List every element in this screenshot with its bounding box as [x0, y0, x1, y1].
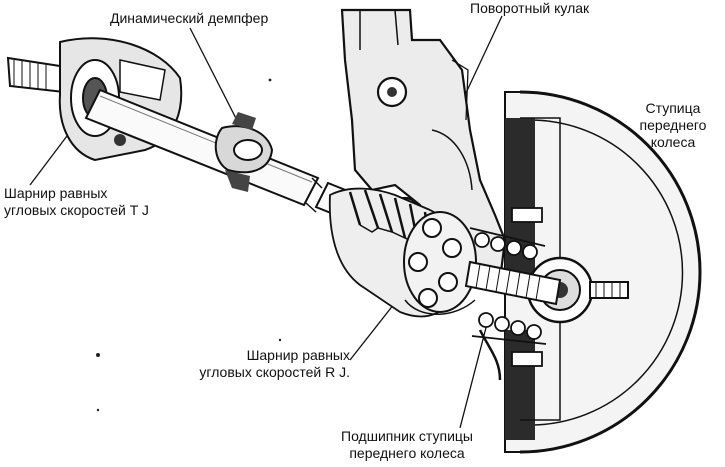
label-hub-bearing: Подшипник ступицы переднего колеса: [312, 428, 502, 462]
label-rj-joint: Шарнир равных угловых скоростей R J.: [150, 347, 350, 381]
label-wheel-hub-line1: Ступица: [645, 100, 701, 116]
label-tj-joint: Шарнир равных угловых скоростей T J: [4, 185, 149, 219]
label-wheel-hub-line3: колеса: [650, 134, 696, 150]
speck-marks: [96, 78, 282, 412]
label-tj-joint-line1: Шарнир равных: [4, 185, 108, 201]
label-rj-joint-line1: Шарнир равных: [246, 347, 350, 363]
label-hub-bearing-line2: переднего колеса: [349, 445, 465, 461]
label-steering-knuckle-line1: Поворотный кулак: [470, 0, 590, 16]
label-hub-bearing-line1: Подшипник ступицы: [341, 428, 473, 444]
dynamic-damper: [214, 112, 274, 192]
label-tj-joint-line2: угловых скоростей T J: [4, 202, 149, 218]
tj-joint-leader-line: [29, 131, 71, 186]
label-steering-knuckle: Поворотный кулак: [470, 0, 589, 17]
label-dynamic-damper: Динамический демпфер: [110, 10, 268, 27]
label-wheel-hub-line2: переднего: [639, 117, 707, 133]
rj-joint: [403, 211, 477, 315]
label-rj-joint-line2: угловых скоростей R J.: [199, 364, 350, 380]
outer-stub-shaft: [464, 260, 562, 306]
hub-bearing: [469, 227, 547, 381]
label-wheel-hub: Ступица переднего колеса: [628, 100, 718, 151]
label-dynamic-damper-line1: Динамический демпфер: [110, 10, 269, 26]
